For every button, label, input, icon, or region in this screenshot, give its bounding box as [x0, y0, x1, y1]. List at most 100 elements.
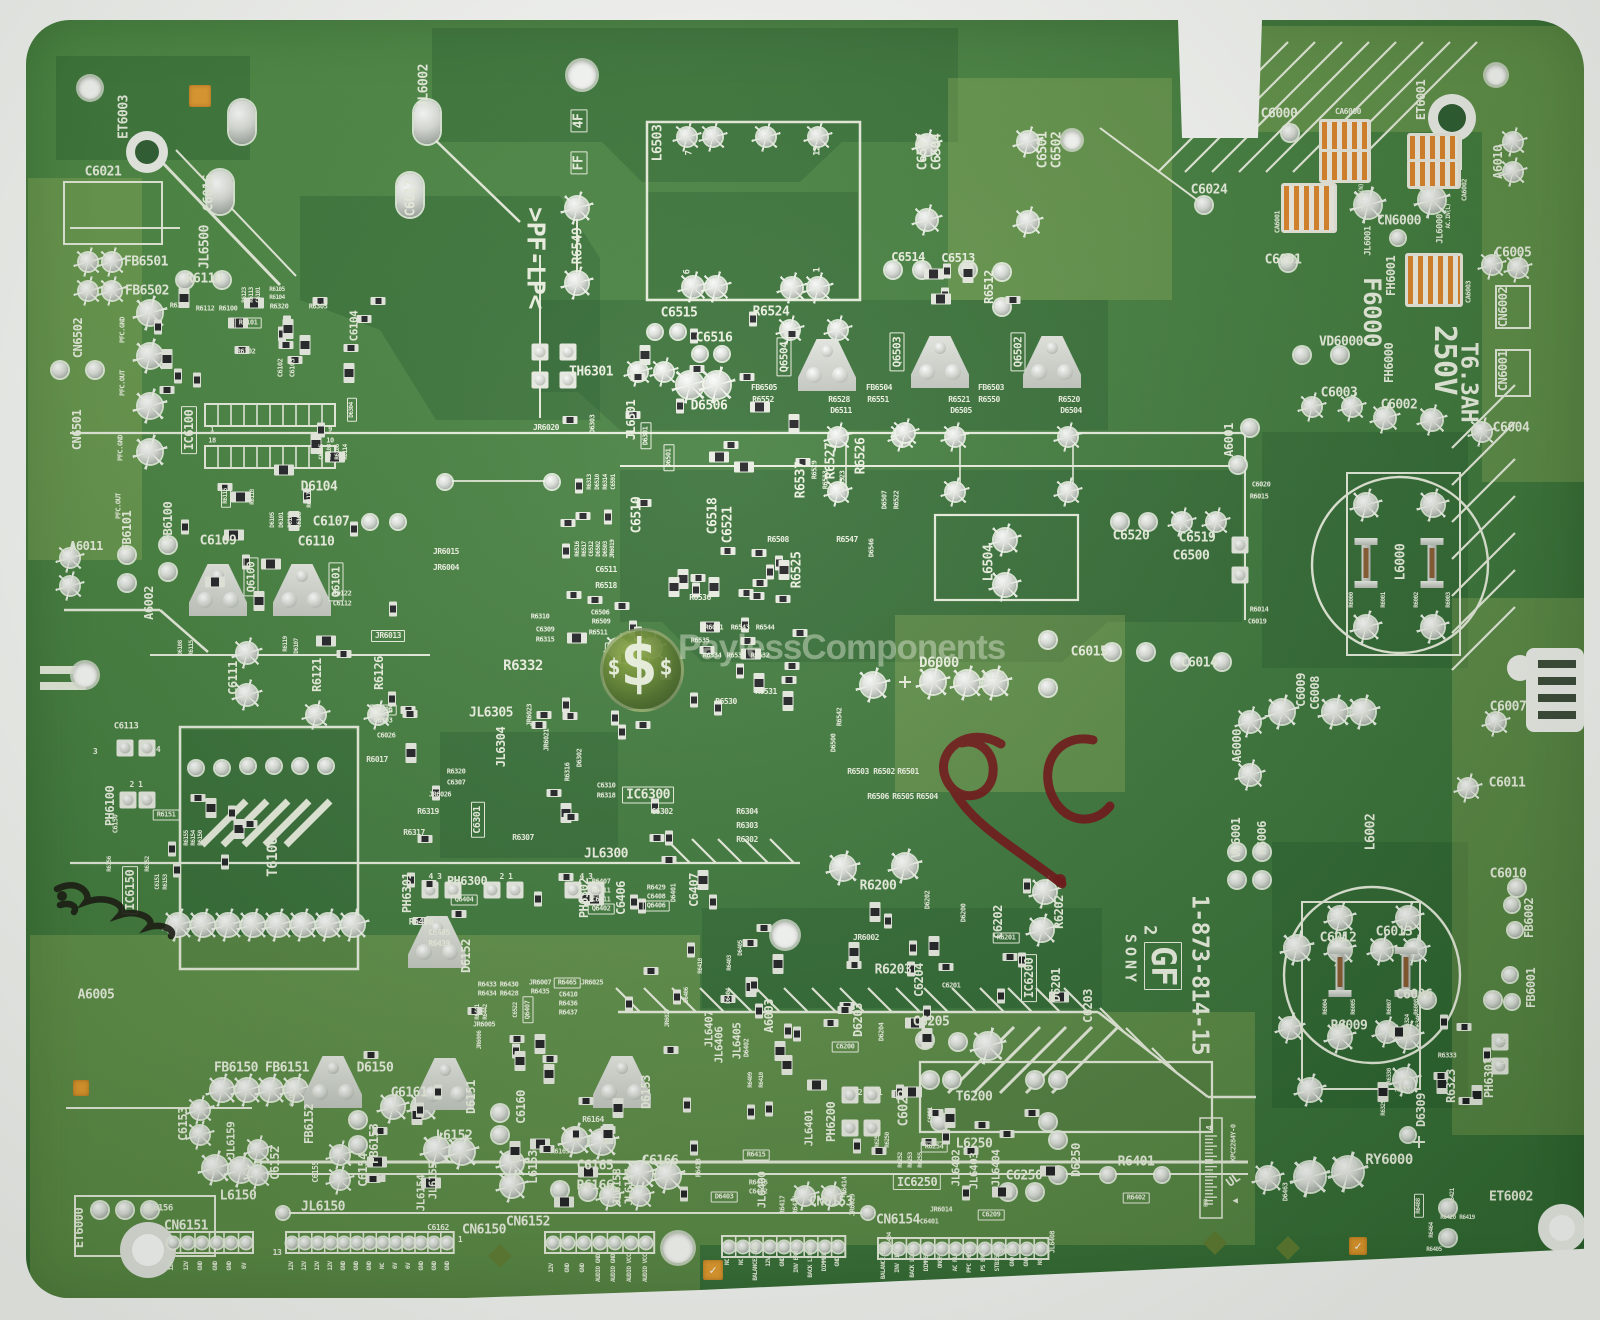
- silkscreen-label: L6000: [1393, 543, 1409, 581]
- silkscreen-label: JL6155: [426, 1162, 440, 1200]
- solder-pad: [1366, 934, 1398, 966]
- silkscreen-label: L6150: [219, 1188, 257, 1204]
- silkscreen-label: C6109: [199, 533, 237, 549]
- silkscreen-label: R6324: [1404, 1014, 1411, 1030]
- silkscreen-label: C6155: [311, 1161, 320, 1183]
- connector-pin-label: GND: [834, 1257, 842, 1267]
- silkscreen-label: R6439: [428, 939, 450, 948]
- silkscreen-label: C6411: [591, 895, 611, 904]
- silkscreen-label: C6202: [991, 905, 1005, 939]
- solder-pad: [994, 264, 1010, 280]
- silkscreen-label: JL6408: [1048, 1230, 1057, 1254]
- silkscreen-label: R6537: [793, 461, 809, 499]
- connector-pin-label: GND: [1023, 1257, 1030, 1267]
- solder-pad: [492, 1105, 508, 1121]
- solder-pad: [363, 515, 377, 529]
- silkscreen-label: C6009: [1294, 673, 1308, 707]
- silkscreen-label: JL6002: [416, 64, 432, 108]
- silkscreen-label: 4F: [570, 109, 588, 133]
- pcb-board: ET6003C6021C6016JL6500JL6002C6017FB6501F…: [26, 20, 1584, 1298]
- silkscreen-label: C6514: [891, 250, 925, 264]
- connector-pin-label: NC: [379, 1262, 386, 1270]
- silkscreen-label: R6415: [742, 1149, 770, 1161]
- silkscreen-label: R6513: [821, 470, 830, 490]
- silkscreen-label: A6010: [1491, 145, 1505, 179]
- silkscreen-label: R6000: [1348, 592, 1355, 608]
- silkscreen-label: C6520: [1112, 528, 1150, 544]
- connector-pin-label: BALANCE3 ERR: [751, 1243, 759, 1281]
- silkscreen-label: R6305: [308, 302, 328, 311]
- solder-pad: [887, 848, 923, 884]
- solder-pad: [1419, 992, 1435, 1008]
- solder-pad: [1317, 694, 1353, 730]
- silkscreen-label: C6153: [176, 1107, 190, 1141]
- silkscreen-label: D6200: [959, 903, 968, 923]
- silkscreen-label: R6534: [702, 651, 722, 660]
- silkscreen-label: CN6002: [1496, 286, 1510, 328]
- silkscreen-label: R6414: [840, 1176, 849, 1196]
- silkscreen-label: C6251: [927, 1107, 934, 1123]
- silkscreen-label: PH6200: [824, 1101, 838, 1143]
- silkscreen-label: R6002: [1413, 592, 1420, 608]
- silkscreen-label: C6021: [84, 164, 122, 180]
- silkscreen-label: R6156: [106, 856, 113, 872]
- solder-pad: [492, 1127, 508, 1143]
- silkscreen-label: JR6014: [929, 1205, 953, 1214]
- silkscreen-label: JL6404: [989, 1149, 1003, 1187]
- silkscreen-label: R6110: [185, 271, 223, 287]
- silkscreen-label: L6153: [526, 1150, 540, 1184]
- solder-pad: [1027, 1072, 1043, 1088]
- solder-pad: [1503, 968, 1517, 982]
- silkscreen-label: R6434: [477, 989, 497, 998]
- solder-pad: [267, 759, 281, 773]
- silkscreen-label: R6116: [221, 484, 231, 508]
- silkscreen-label: C6502: [1049, 131, 1065, 169]
- silkscreen-label: PH6301: [400, 872, 414, 914]
- solder-pad: [1337, 392, 1367, 422]
- silkscreen-label: D6250: [1069, 1143, 1083, 1177]
- silkscreen-label: R6317: [403, 828, 425, 837]
- solder-pad: [1140, 514, 1156, 530]
- silkscreen-label: CA6000: [1335, 107, 1361, 116]
- solder-pad: [1229, 872, 1245, 888]
- silkscreen-label: C6401: [919, 1217, 939, 1226]
- silkscreen-label: PFC.GND: [116, 434, 125, 462]
- silkscreen-label: C6166: [641, 1153, 679, 1169]
- silkscreen-label: R6420: [1440, 1214, 1456, 1221]
- solder-pad: [1234, 759, 1266, 791]
- silkscreen-label: 2 1: [499, 872, 513, 881]
- silkscreen-label: D6153: [639, 1075, 653, 1109]
- silkscreen-label: C6591: [610, 474, 617, 490]
- silkscreen-label: R6549: [570, 227, 586, 265]
- silkscreen-label: JR6001: [700, 623, 724, 632]
- silkscreen-label: IC6300: [622, 786, 674, 804]
- silkscreen-label: R6551: [867, 395, 889, 404]
- silkscreen-label: Q6404: [450, 894, 478, 906]
- silkscreen-label: VD6000: [1319, 334, 1363, 350]
- silkscreen-label: C6410: [558, 990, 578, 999]
- silkscreen-label: 4: [155, 745, 161, 754]
- silkscreen-label: R6465: [553, 977, 581, 989]
- silkscreen-label: D6104: [300, 479, 338, 495]
- silkscreen-label: R6302: [736, 835, 758, 844]
- solder-pad: [1498, 157, 1528, 187]
- solder-pad: [693, 347, 707, 361]
- silkscreen-label: D6152: [459, 939, 473, 973]
- silkscreen-label: R6501: [897, 767, 919, 776]
- silkscreen-label: JL6157: [622, 1168, 636, 1206]
- silkscreen-label: JR6018: [604, 642, 636, 654]
- silkscreen-label: 1: [210, 425, 214, 434]
- silkscreen-label: Q6503: [889, 332, 905, 372]
- silkscreen-label: C6204: [912, 963, 926, 997]
- silkscreen-label: 6: [682, 269, 693, 275]
- silkscreen-label: C6301: [471, 802, 485, 838]
- connector-pin-label: BALANCE ERR: [880, 1244, 887, 1280]
- silkscreen-label: D6403: [710, 1191, 738, 1203]
- connector-pin-label: INV ERR: [894, 1251, 902, 1273]
- solder-pad: [1242, 420, 1258, 436]
- silkscreen-label: A6005: [77, 987, 115, 1003]
- silkscreen-label: 1: [457, 1235, 463, 1244]
- solder-pad: [1254, 844, 1270, 860]
- silkscreen-label: FB6001: [1524, 967, 1538, 1009]
- solder-pad: [215, 761, 229, 775]
